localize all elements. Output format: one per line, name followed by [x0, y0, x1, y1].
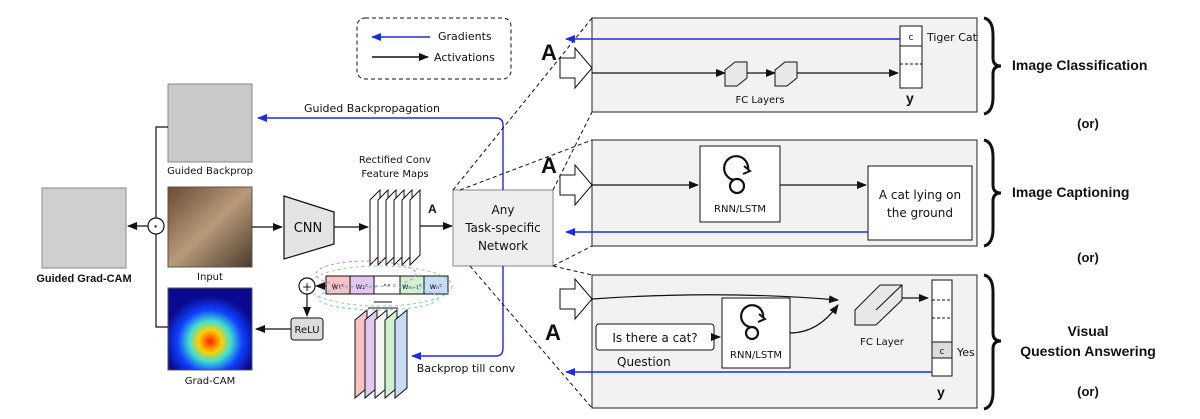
- panel-image-classification: A FC Layers c Tiger Cat y Image Classifi…: [541, 16, 1147, 131]
- vqa-answer: Yes: [956, 346, 975, 359]
- classification-y: y: [906, 90, 914, 106]
- captioning-brace: [983, 138, 1002, 248]
- backprop-till-conv-label: Backprop till conv: [417, 362, 516, 375]
- captioning-rnn-box: [699, 145, 781, 223]
- question-label: Question: [617, 355, 671, 369]
- task-vqa-line-2: Question Answering: [1020, 343, 1156, 359]
- weight-2: w₂ᶜ: [356, 282, 369, 291]
- network-label-2: Task-specific: [464, 221, 541, 235]
- guided-backprop-caption: Guided Backprop: [167, 166, 253, 177]
- caption-line-1: A cat lying on: [879, 188, 961, 202]
- question-text: Is there a cat?: [612, 331, 697, 345]
- weight-n: wₙᶜ: [430, 282, 443, 291]
- input-caption: Input: [197, 272, 223, 283]
- vqa-rnn-box: [721, 297, 791, 369]
- vqa-y: y: [937, 384, 945, 400]
- cnn-label: CNN: [294, 221, 323, 236]
- gradient-maps-stack: [354, 308, 408, 400]
- cnn-block: [283, 195, 335, 260]
- task-image-captioning: Image Captioning: [1012, 184, 1129, 200]
- classification-brace: [983, 16, 1002, 116]
- or-2: (or): [1077, 250, 1099, 265]
- legend-activations: Activations: [434, 51, 495, 64]
- multiply-symbol: ·: [154, 218, 159, 234]
- panel-image-captioning: A RNN/LSTM A cat lying on the ground Ima…: [541, 138, 1129, 265]
- weight-1: w₁ᶜ: [332, 282, 345, 291]
- feature-a-label: A: [428, 202, 437, 216]
- or-1: (or): [1077, 116, 1099, 131]
- captioning-a: A: [541, 153, 557, 178]
- guided-backprop-image: [167, 83, 253, 163]
- vqa-rnn-loop-icon: [740, 304, 765, 329]
- input-image: [167, 186, 253, 268]
- plus-symbol: +: [302, 280, 312, 294]
- vqa-c: c: [940, 347, 945, 357]
- feature-maps-label: Feature Maps: [361, 169, 428, 180]
- rectified-conv-label: Rectified Conv: [359, 155, 431, 166]
- task-image-classification: Image Classification: [1012, 57, 1147, 73]
- vqa-brace: [983, 273, 1002, 411]
- network-label-3: Network: [478, 239, 528, 253]
- weight-n-minus-1: wₙ₋₁ᶜ: [402, 282, 422, 291]
- caption-box: [867, 165, 973, 241]
- classification-a: A: [541, 40, 557, 65]
- vqa-a: A: [545, 320, 561, 345]
- legend-gradients: Gradients: [438, 30, 492, 43]
- classification-c: c: [909, 33, 914, 43]
- captioning-rnn-label: RNN/LSTM: [714, 204, 766, 215]
- legend: Gradients Activations: [356, 17, 512, 80]
- guided-gradcam-image: [41, 187, 127, 269]
- network-label-1: Any: [492, 203, 515, 217]
- guided-gradcam-caption: Guided Grad-CAM: [36, 273, 131, 285]
- fc-layers-label: FC Layers: [735, 95, 784, 106]
- gradcam-heatmap: [167, 287, 253, 371]
- or-3: (or): [1077, 384, 1099, 399]
- fc-layer-label: FC Layer: [860, 337, 905, 348]
- feature-maps-stack: [369, 188, 421, 267]
- guided-backpropagation-label: Guided Backpropagation: [304, 102, 440, 115]
- gradcam-caption: Grad-CAM: [185, 376, 235, 387]
- caption-line-2: the ground: [887, 206, 953, 220]
- vqa-rnn-label: RNN/LSTM: [730, 350, 782, 361]
- relu-label: ReLU: [294, 325, 319, 336]
- class-label: Tiger Cat: [926, 31, 978, 44]
- task-vqa-line-1: Visual: [1068, 323, 1109, 339]
- fc-layer-block: [854, 284, 903, 326]
- backprop-till-conv-arrow: [411, 266, 504, 360]
- weight-vector: w₁ᶜ w₂ᶜ wₙ₋₁ᶜ wₙᶜ: [307, 260, 453, 311]
- panel-vqa: A Is there a cat? Question RNN/LSTM FC L…: [545, 273, 1156, 411]
- rnn-loop-icon: [723, 155, 750, 182]
- guided-backprop-arrow: [257, 114, 504, 190]
